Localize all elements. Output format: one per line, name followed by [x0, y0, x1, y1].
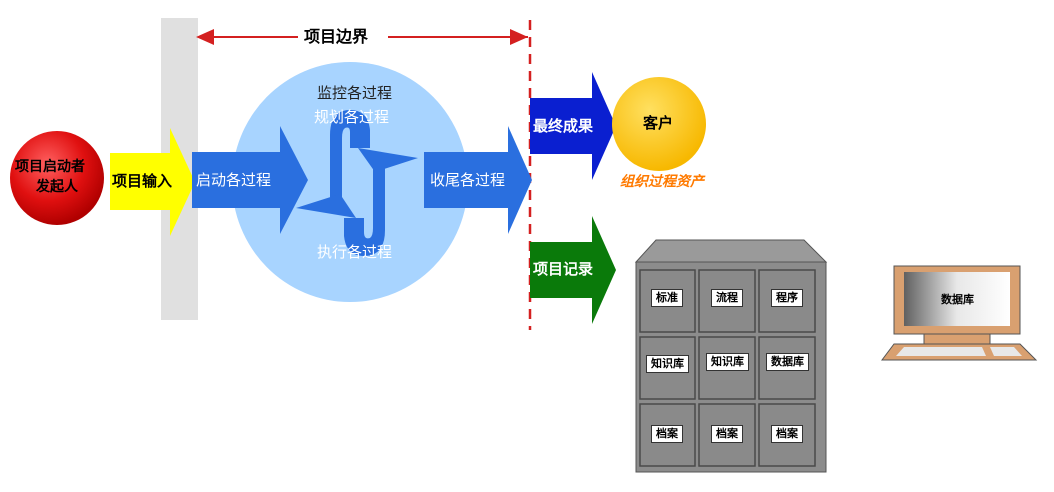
drawer-label: 档案: [651, 425, 683, 444]
drawer-label: 数据库: [766, 353, 809, 372]
final-result-label: 最终成果: [533, 117, 594, 135]
monitor-stand: [923, 333, 991, 345]
process-close-label: 收尾各过程: [430, 171, 506, 189]
cabinet-top: [634, 239, 828, 263]
drawer-label: 流程: [711, 289, 743, 308]
drawer-label: 标准: [651, 289, 683, 308]
start-arrow: [192, 126, 308, 234]
project-boundary-label: 项目边界: [304, 27, 369, 46]
org-assets-label: 组织过程资产: [620, 174, 704, 190]
cycle-arrow-down: [344, 162, 385, 256]
records-arrow: [530, 216, 616, 324]
customer-circle: [612, 77, 706, 171]
process-execute-label: 执行各过程: [317, 243, 393, 261]
initiator-circle: [10, 131, 104, 225]
keyboard-keys: [896, 347, 986, 356]
computer-screen-label: 数据库: [941, 293, 974, 306]
customer-label: 客户: [643, 114, 674, 132]
process-plan-label: 规划各过程: [314, 108, 390, 126]
keyboard-pad: [990, 347, 1022, 356]
process-monitor-label: 监控各过程: [317, 84, 393, 102]
final-result-arrow: [530, 72, 616, 180]
process-start-label: 启动各过程: [196, 171, 272, 189]
monitor-screen: [904, 272, 1010, 326]
process-circle: [232, 62, 468, 302]
drawer-label: 档案: [771, 425, 803, 444]
project-records-label: 项目记录: [533, 260, 594, 278]
project-input-label: 项目输入: [112, 172, 173, 190]
drawer-label: 知识库: [646, 355, 689, 374]
initiator-label-1: 项目启动者: [15, 159, 85, 175]
drawer-label: 档案: [711, 425, 743, 444]
cycle-arrow-left-head: [296, 194, 356, 218]
drawer-label: 程序: [771, 289, 803, 308]
cycle-arrow-up: [330, 110, 370, 205]
close-arrow: [424, 126, 532, 234]
drawer-label: 知识库: [706, 353, 749, 372]
initiator-label-2: 发起人: [36, 179, 78, 195]
input-arrow: [110, 128, 195, 236]
